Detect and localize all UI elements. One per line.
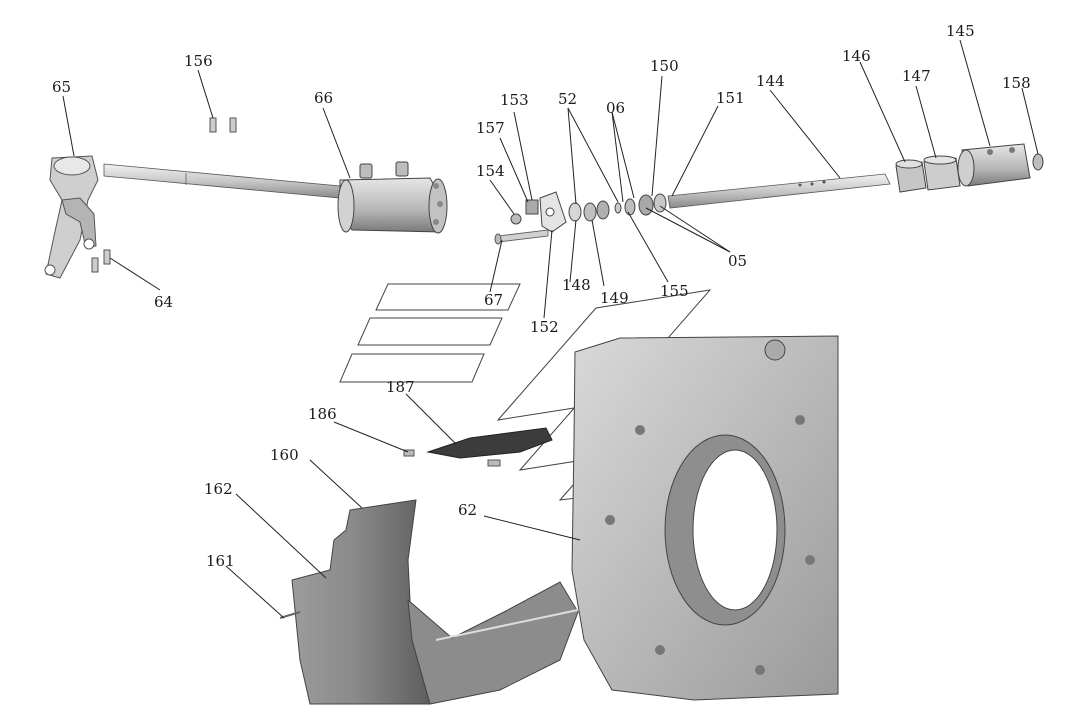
label-150: 150 (650, 57, 679, 75)
bushing-146 (895, 159, 927, 193)
label-157: 157 (476, 119, 505, 137)
label-144: 144 (756, 72, 785, 90)
fork-lever-65 (44, 155, 99, 279)
label-148: 148 (562, 276, 591, 294)
valve-body-145 (957, 143, 1031, 187)
label-145: 145 (946, 22, 975, 40)
ring-158 (1032, 153, 1044, 171)
shift-shaft (103, 163, 341, 199)
label-155: 155 (660, 282, 689, 300)
shaft-144 (667, 173, 891, 209)
label-162: 162 (204, 480, 233, 498)
label-149: 149 (600, 289, 629, 307)
label-66: 66 (314, 89, 333, 107)
label-160: 160 (270, 446, 299, 464)
label-52: 52 (558, 90, 577, 108)
nut-154 (510, 213, 522, 225)
label-186: 186 (308, 405, 337, 423)
seals-148-149 (568, 193, 667, 222)
label-158: 158 (1002, 74, 1031, 92)
bolts-156 (209, 117, 237, 133)
label-154: 154 (476, 162, 505, 180)
flange-152 (539, 191, 567, 233)
label-151: 151 (716, 89, 745, 107)
bolt-67 (494, 229, 549, 245)
lever-187 (426, 427, 553, 459)
label-187: 187 (386, 378, 415, 396)
clutch-cover-band (279, 499, 579, 705)
label-147: 147 (902, 67, 931, 85)
label-156: 156 (184, 52, 213, 70)
label-62: 62 (458, 501, 477, 519)
part-labels: 65 156 66 64 157 153 154 52 06 150 151 1… (52, 22, 1031, 570)
part-153 (525, 199, 539, 215)
clutch-housing-62 (571, 335, 839, 701)
label-146: 146 (842, 47, 871, 65)
label-05: 05 (728, 252, 747, 270)
cylinder-assembly-66 (337, 161, 448, 234)
bushing-147 (923, 155, 961, 191)
label-161: 161 (206, 552, 235, 570)
pins-64 (91, 249, 111, 273)
label-06: 06 (606, 99, 625, 117)
label-67: 67 (484, 291, 503, 309)
leader-lines (62, 39, 1039, 619)
label-65: 65 (52, 78, 71, 96)
label-152: 152 (530, 318, 559, 336)
label-64: 64 (154, 293, 173, 311)
screw-186 (403, 449, 501, 467)
label-153: 153 (500, 91, 529, 109)
